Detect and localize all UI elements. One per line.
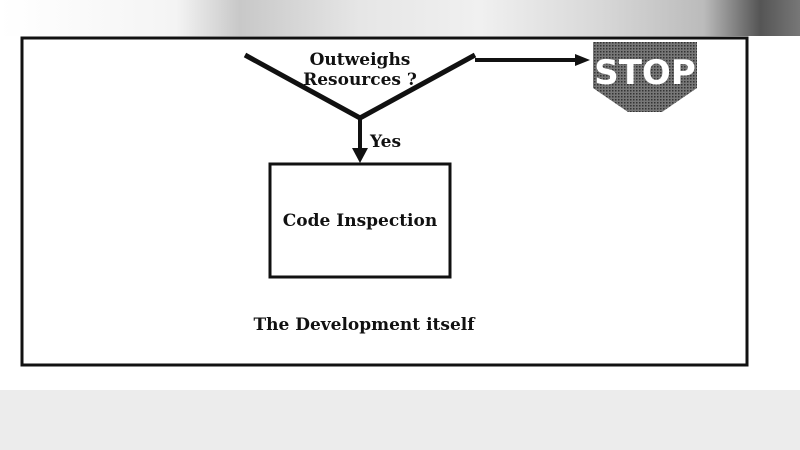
yes-arrowhead	[352, 148, 368, 163]
code-inspection-label: Code Inspection	[283, 211, 437, 231]
top-blur-band	[0, 0, 800, 36]
decision-text-partial: Outweighs	[310, 50, 411, 70]
diagram-frame	[20, 36, 749, 367]
stop-sign-icon	[593, 42, 697, 112]
stop-sign-text: STOP	[594, 53, 696, 93]
decision-text: Resources ?	[303, 70, 417, 90]
yes-label: Yes	[369, 132, 401, 152]
code-inspection-box	[268, 162, 452, 279]
no-arrowhead	[575, 54, 590, 66]
caption: The Development itself	[253, 315, 476, 335]
bottom-band	[0, 390, 800, 450]
